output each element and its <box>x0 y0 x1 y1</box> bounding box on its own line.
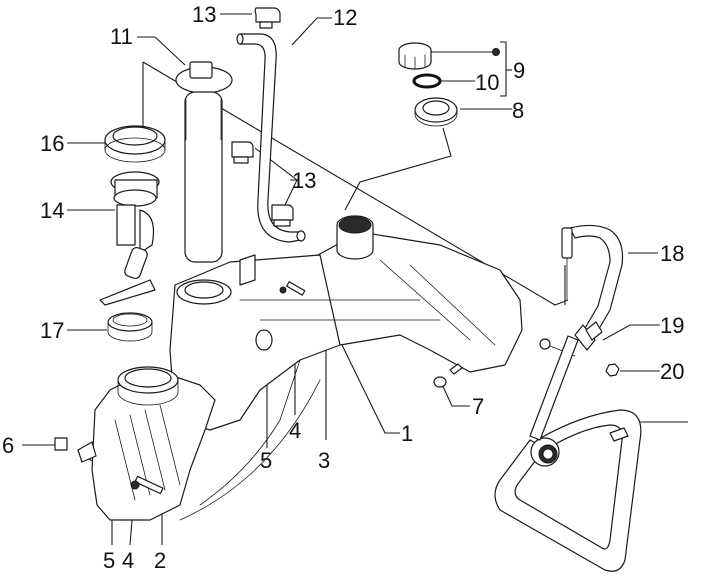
clip-nut <box>54 437 97 463</box>
screw-bottom <box>130 475 164 495</box>
hose-bracket <box>574 321 603 351</box>
callout-2: 2 <box>154 548 166 573</box>
callout-18: 19 <box>660 313 684 338</box>
callout-13-top: 13 <box>192 2 216 27</box>
nut <box>605 363 620 377</box>
callout-5-top: 5 <box>260 448 272 473</box>
callout-15: 16 <box>40 131 64 156</box>
leader-8-to-filler <box>344 127 452 211</box>
callout-19: 20 <box>660 359 684 384</box>
leader-11 <box>137 36 186 66</box>
pump-gasket <box>107 312 153 342</box>
breather-hose <box>561 224 624 335</box>
leader-12 <box>291 17 332 46</box>
filler-gasket <box>414 97 458 127</box>
callout-12: 12 <box>333 5 357 30</box>
callout-5-bottom: 5 <box>103 548 115 573</box>
vent-hose <box>236 33 306 243</box>
callout-3: 3 <box>318 448 330 473</box>
callout-4-bottom: 4 <box>122 548 134 573</box>
drain-hose <box>494 335 642 572</box>
leader-7 <box>439 379 470 407</box>
callout-9: 9 <box>513 58 525 83</box>
callout-13-mid: 13 <box>292 168 316 193</box>
leader-1 <box>341 344 400 434</box>
fuel-cap <box>398 42 432 70</box>
pump-lock-ring <box>104 125 166 163</box>
callout-8: 8 <box>512 98 524 123</box>
hose-clamp-middle <box>231 141 254 164</box>
fuel-level-sender <box>175 61 233 263</box>
callout-4-top: 4 <box>289 418 301 443</box>
callout-1: 1 <box>401 421 413 446</box>
drain-cap <box>433 363 463 388</box>
fuel-tank <box>91 215 523 521</box>
o-ring <box>412 73 442 89</box>
screw-top <box>279 281 306 296</box>
parts <box>54 7 642 572</box>
leader-18 <box>602 324 660 341</box>
callout-16: 17 <box>40 318 64 343</box>
hose-clamp-top <box>254 7 281 29</box>
hose-clamp-lower <box>271 204 294 227</box>
callout-6: 6 <box>2 433 14 458</box>
bracket-9 <box>500 41 507 97</box>
callout-11: 11 <box>110 24 133 49</box>
callout-17: 18 <box>660 241 684 266</box>
callout-10: 10 <box>475 70 499 95</box>
callout-7: 7 <box>472 394 484 419</box>
fuel-pump <box>99 171 160 306</box>
leader-lines <box>22 13 688 546</box>
bullet-9 <box>492 48 500 56</box>
callout-14: 14 <box>40 198 64 223</box>
leader-11-diagonal <box>142 61 569 306</box>
callout-labels: 13 12 11 9 10 8 16 13 14 18 19 17 20 7 4… <box>2 2 684 573</box>
leader-13-mid-b <box>284 179 298 206</box>
